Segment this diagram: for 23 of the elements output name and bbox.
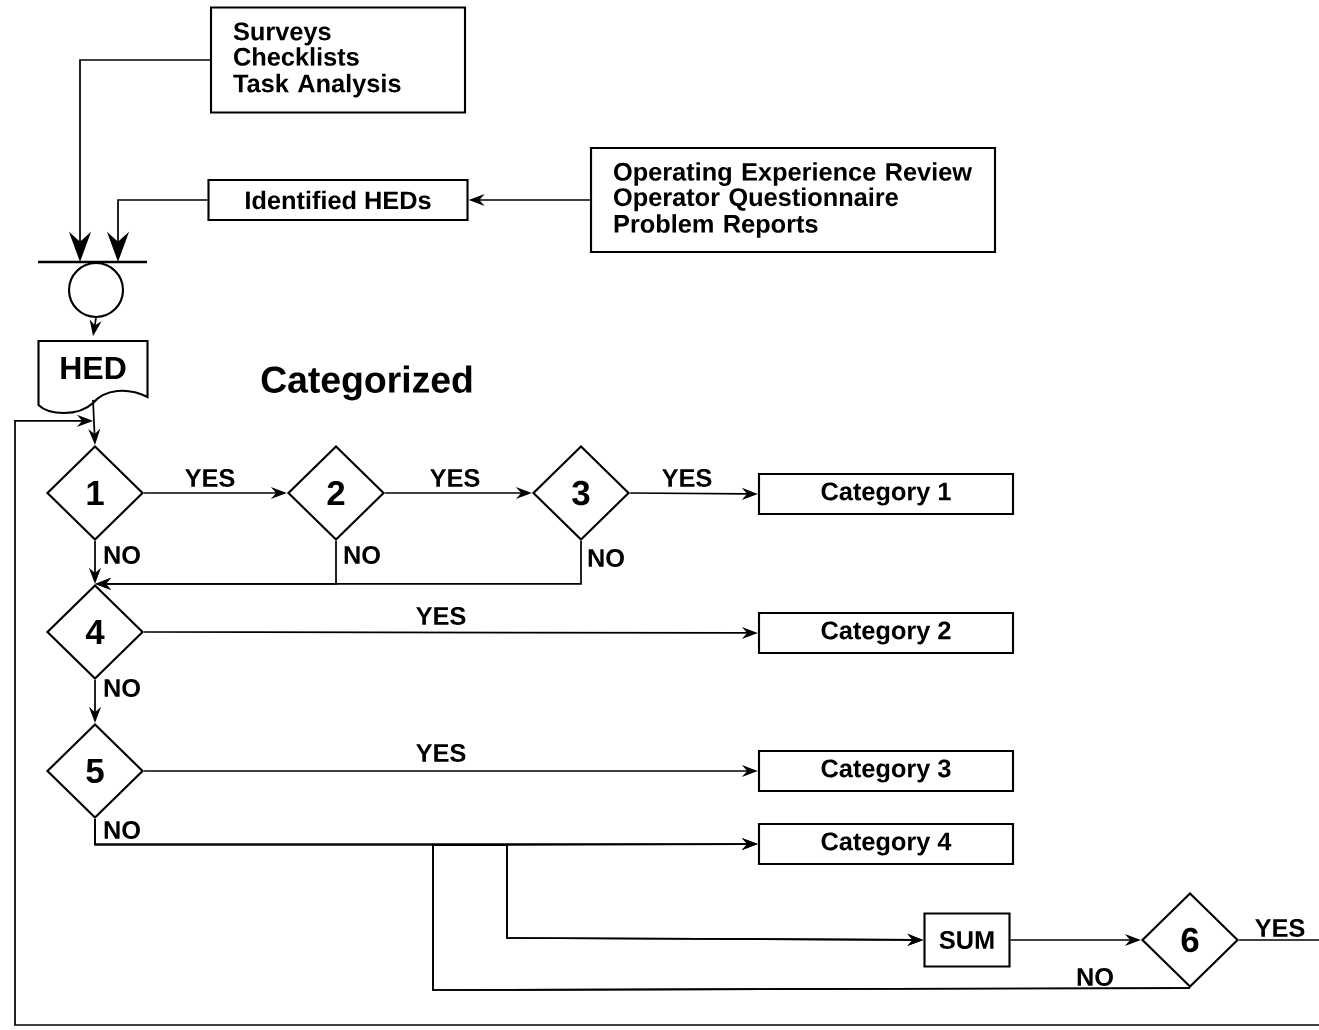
edge-label: YES: [416, 744, 466, 762]
process-box: Category 1: [757, 472, 1015, 516]
process-box: Operating Experience Review Operator Questionnaire Problem Reports: [589, 146, 997, 254]
heading: Categorized: [261, 365, 472, 401]
edge-label: YES: [430, 469, 480, 487]
edge-label: YES: [1255, 919, 1305, 937]
edge-label: YES: [185, 469, 235, 487]
process-box: Identified HEDs: [207, 178, 469, 222]
edge-label: NO: [104, 679, 140, 697]
process-box: Surveys Checklists Task Analysis: [209, 6, 467, 114]
arrow: [14, 414, 1319, 1026]
edge-label: NO: [588, 549, 624, 567]
process-box: SUM: [923, 912, 1011, 968]
edge-label: NO: [104, 546, 140, 564]
process-box: Category 2: [757, 611, 1015, 655]
edge-label: YES: [662, 469, 712, 487]
process-box: Category 3: [757, 749, 1015, 793]
edge-label: NO: [344, 546, 380, 564]
process-box: Category 4: [757, 822, 1015, 866]
junction-circle: [67, 261, 125, 319]
edge-label: NO: [104, 821, 140, 839]
edge-label: YES: [416, 607, 466, 625]
edge-label: NO: [1077, 968, 1113, 986]
